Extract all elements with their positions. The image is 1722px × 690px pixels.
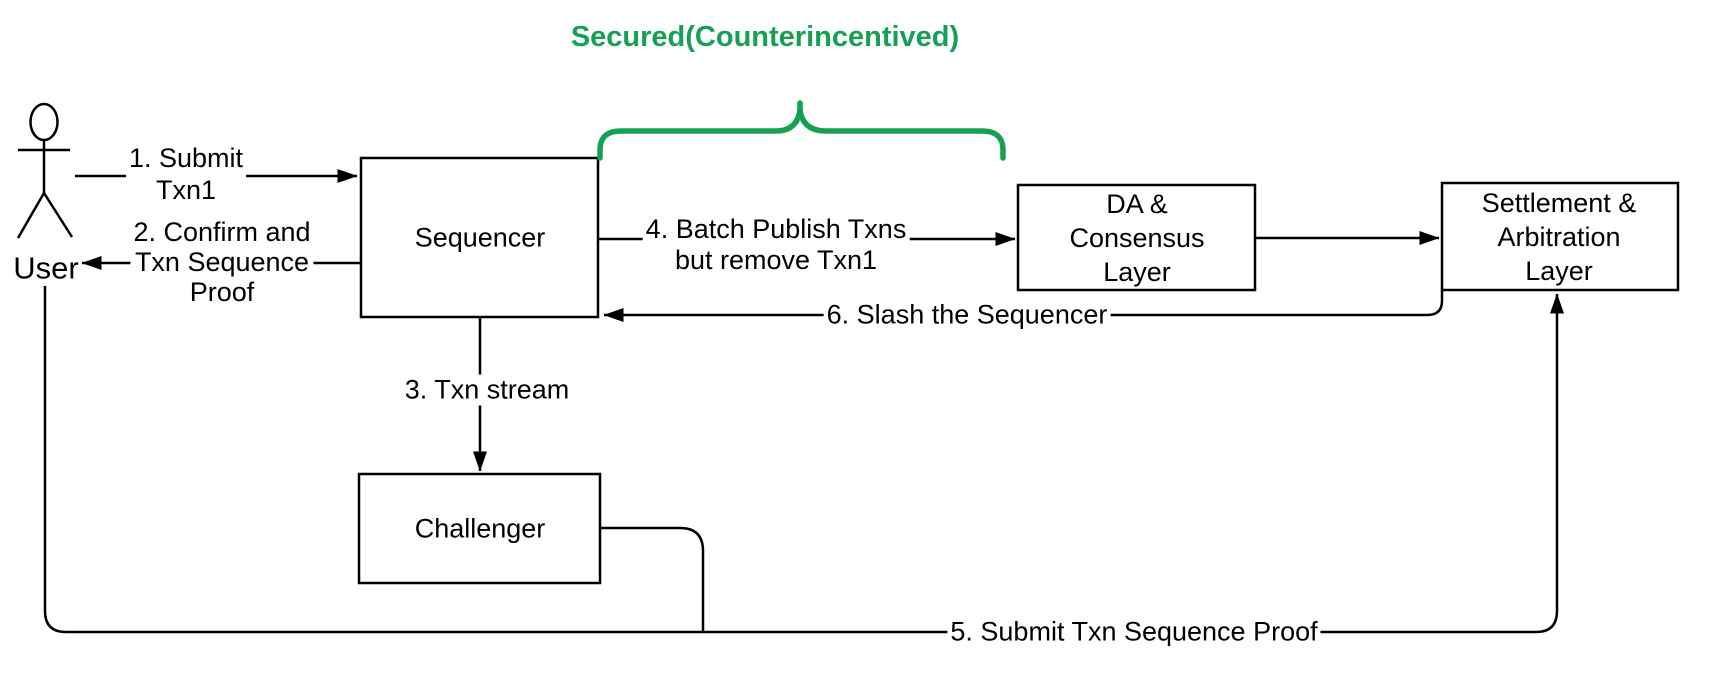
edge-1-label-line2: Txn1 (155, 175, 217, 205)
edge-2-label: 2. Confirm and Txn Sequence Proof (130, 217, 314, 307)
edge-1-label-line1: 1. Submit (128, 143, 244, 173)
challenger-label: Challenger (414, 513, 546, 544)
edge-4-label-line1: 4. Batch Publish Txns (645, 214, 907, 244)
da-consensus-label-line3: Layer (1103, 257, 1171, 287)
user-label: User (13, 250, 79, 286)
edge-4-label-line2: but remove Txn1 (674, 245, 878, 275)
edge-2-label-line2: Txn Sequence (134, 247, 310, 277)
settlement-label-line3: Layer (1525, 256, 1593, 286)
settlement-label-line1: Settlement & (1481, 188, 1637, 218)
edge-2-label-line3: Proof (189, 277, 255, 307)
da-consensus-node (1016, 183, 1257, 292)
edge-3-label: 3. Txn stream (401, 374, 573, 406)
edge-4-label: 4. Batch Publish Txns but remove Txn1 (642, 214, 910, 276)
edge-5-user-to-settlement (43, 286, 1564, 634)
edge-1-label: 1. Submit Txn1 (125, 142, 247, 206)
edge-6-slash (603, 291, 1444, 322)
settlement-label-line2: Arbitration (1497, 222, 1621, 252)
secured-title: Secured(Counterincentived) (570, 21, 960, 53)
edge-2-label-line1: 2. Confirm and (133, 217, 311, 247)
edge-6-label: 6. Slash the Sequencer (823, 299, 1111, 331)
settlement-label: Settlement & Arbitration Layer (1482, 186, 1637, 288)
settlement-node (1440, 181, 1680, 292)
sequencer-label: Sequencer (414, 222, 546, 253)
sequencer-node (359, 156, 600, 319)
edge-5-challenger-branch (600, 526, 705, 632)
actor-legs (16, 190, 74, 239)
actor-head (29, 102, 59, 142)
secured-brace (597, 100, 1006, 161)
edge-5-label: 5. Submit Txn Sequence Proof (947, 616, 1321, 648)
da-consensus-label: DA & Consensus Layer (1069, 187, 1204, 289)
da-consensus-label-line2: Consensus (1069, 223, 1205, 253)
challenger-node (357, 472, 602, 585)
user-actor-icon (16, 102, 74, 239)
da-consensus-label-line1: DA & (1106, 189, 1168, 219)
